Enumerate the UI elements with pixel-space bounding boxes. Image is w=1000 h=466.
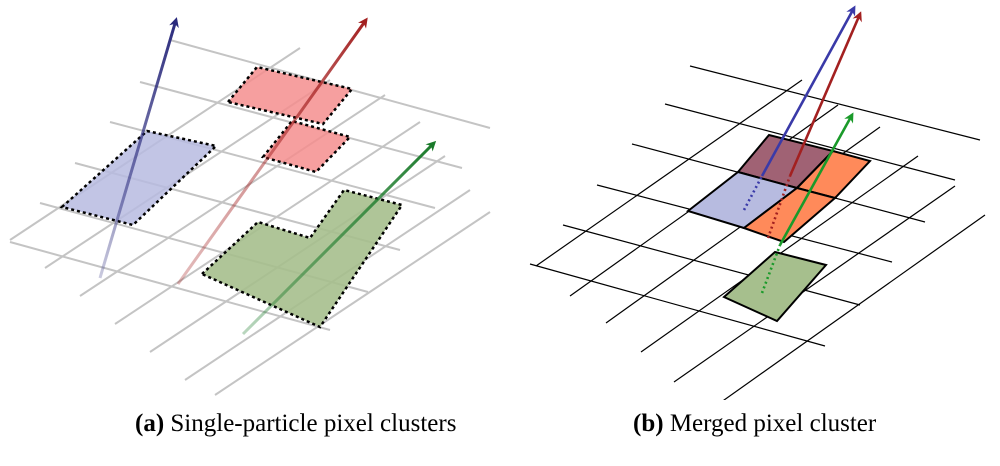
merged-cluster (685, 133, 872, 323)
particle-tracks (98, 17, 437, 336)
blue-track-arrow (98, 17, 179, 279)
red-track-dotted (766, 175, 792, 239)
caption-panel-b: (b) Merged pixel cluster (633, 410, 876, 438)
particle-tracks (742, 5, 862, 294)
red-track-arrow (176, 17, 368, 285)
green-track-arrow (241, 140, 437, 336)
blue-cluster (59, 129, 219, 227)
pixel-orange-bottom (741, 186, 838, 244)
caption-text: Merged pixel cluster (669, 410, 877, 437)
blue-track-dotted (742, 175, 764, 211)
pixel-green (722, 250, 828, 323)
green-track-dotted (760, 244, 782, 294)
caption-panel-a: (a) Single-particle pixel clusters (135, 410, 456, 438)
panel-a-single-particle-clusters (9, 17, 491, 396)
green-track-arrow (778, 112, 854, 246)
panel-b-merged-cluster (529, 5, 986, 400)
red-track-arrow (788, 11, 862, 177)
caption-text: Single-particle pixel clusters (170, 410, 457, 437)
blue-track-arrow (760, 5, 856, 177)
red-cluster-top (225, 65, 355, 126)
caption-tag: (b) (633, 410, 664, 437)
caption-tag: (a) (135, 410, 165, 437)
